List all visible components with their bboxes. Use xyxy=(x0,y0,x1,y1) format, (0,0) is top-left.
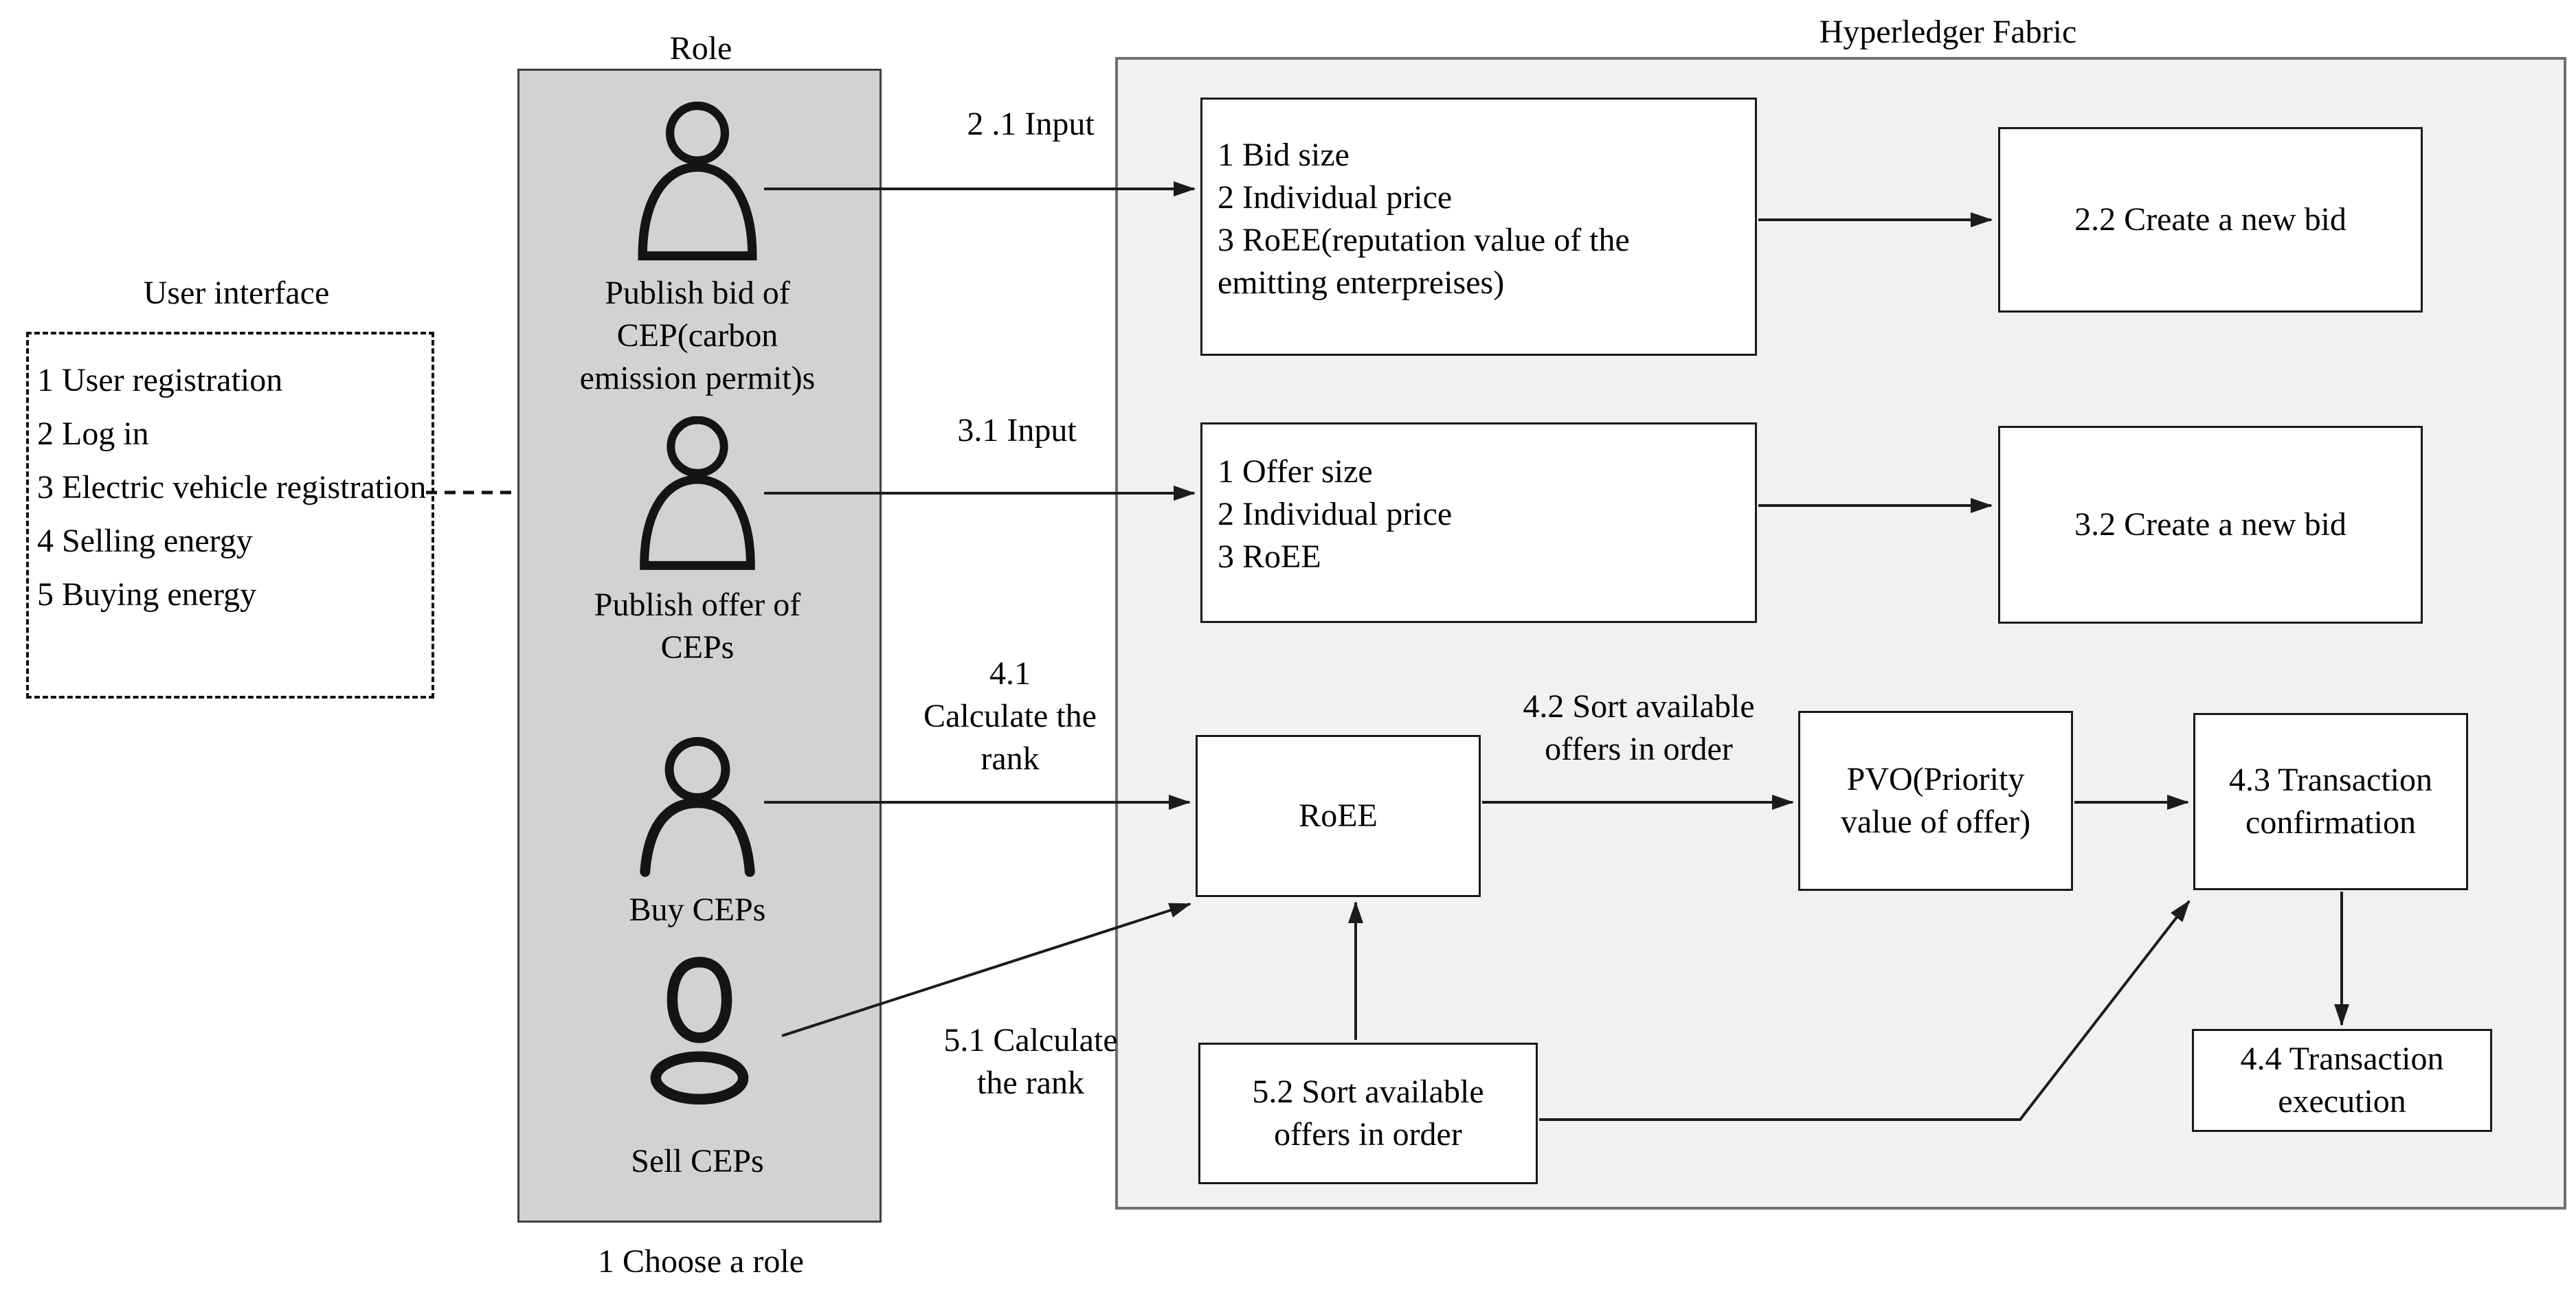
ui-item: 2 Log in xyxy=(37,416,149,452)
node-transaction-execution: 4.4 Transaction execution xyxy=(2192,1029,2492,1132)
node-transaction-confirmation: 4.3 Transaction confirmation xyxy=(2193,713,2468,890)
role-label-buy-ceps: Buy CEPs xyxy=(629,892,766,928)
node-create-new-bid-32: 3.2 Create a new bid xyxy=(1998,426,2423,624)
user-interface-title: User interface xyxy=(143,275,330,311)
ui-item: 4 Selling energy xyxy=(37,523,253,559)
user-interface-box: 1 User registration 2 Log in 3 Electric … xyxy=(26,332,434,699)
ui-item: 1 User registration xyxy=(37,362,283,398)
role-title: Role xyxy=(669,30,732,67)
role-label-publish-bid: Publish bid of CEP(carbon emission permi… xyxy=(579,275,816,396)
person-arc-icon xyxy=(640,736,755,877)
person-bust-icon xyxy=(650,957,749,1105)
node-pvo: PVO(Priority value of offer) xyxy=(1798,711,2073,891)
node-create-new-bid-22: 2.2 Create a new bid xyxy=(1998,127,2423,313)
label-3-1-input: 3.1 Input xyxy=(957,412,1077,449)
choose-role-caption: 1 Choose a role xyxy=(598,1243,804,1280)
node-roee: RoEE xyxy=(1196,735,1481,897)
role-label-publish-offer: Publish offer of CEPs xyxy=(594,587,801,666)
hyperledger-fabric-title: Hyperledger Fabric xyxy=(1819,14,2077,50)
person-icon xyxy=(638,102,757,261)
ui-item: 3 Electric vehicle registration xyxy=(37,469,427,506)
role-label-sell-ceps: Sell CEPs xyxy=(631,1143,764,1179)
label-2-1-input: 2 .1 Input xyxy=(967,106,1095,142)
ui-item: 5 Buying energy xyxy=(37,576,257,613)
person-icon xyxy=(640,416,755,570)
node-sort-available-offers: 5.2 Sort available offers in order xyxy=(1198,1043,1538,1184)
label-4-1-calculate-rank: 4.1 Calculate the rank xyxy=(923,655,1097,777)
node-offer-inputs: 1 Offer size 2 Individual price 3 RoEE xyxy=(1200,422,1757,623)
label-5-1-calculate-rank: 5.1 Calculate the rank xyxy=(943,1022,1118,1101)
label-4-2-sort-offers: 4.2 Sort available offers in order xyxy=(1523,688,1755,767)
node-bid-inputs: 1 Bid size 2 Individual price 3 RoEE(rep… xyxy=(1200,98,1757,356)
